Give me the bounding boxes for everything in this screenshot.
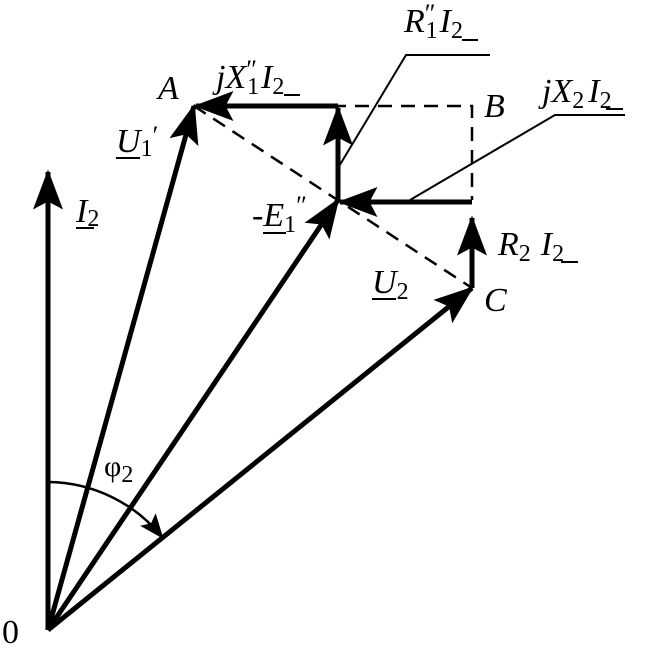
leader-jx2i2: [409, 114, 625, 201]
leader-r1i2: [337, 54, 490, 169]
angle-arc-phi2: [47, 480, 164, 539]
dashed-line-a-b-c: [194, 104, 474, 200]
label-i2: I2: [75, 193, 99, 232]
vector-e1: [45, 197, 341, 632]
label-u1: U1′: [116, 121, 158, 162]
vector-u1: [45, 103, 199, 631]
label-r1i2: R″1I2: [403, 0, 463, 44]
label-e1: -E1″: [252, 191, 307, 238]
point-label-a: A: [156, 70, 179, 107]
dashed-line-a-c: [193, 104, 473, 290]
label-u2: U2: [372, 264, 409, 305]
label-phi2: φ2: [104, 450, 133, 488]
point-label-c: C: [484, 282, 507, 319]
point-label-b: B: [484, 88, 505, 125]
label-jx1i2: jX″1I2: [212, 55, 284, 100]
vector-u2: [46, 286, 474, 632]
point-label-origin: 0: [2, 614, 19, 649]
